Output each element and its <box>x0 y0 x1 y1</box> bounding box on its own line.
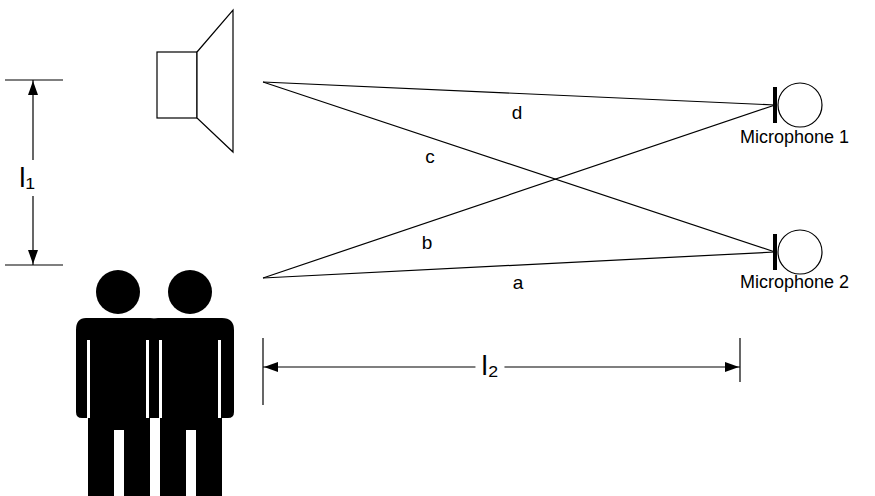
microphone-label: Microphone 2 <box>740 273 852 293</box>
microphone-symbol <box>740 225 830 275</box>
sound-path-lines <box>263 82 775 278</box>
path-label: a <box>513 273 524 292</box>
path-label: c <box>425 147 435 166</box>
microphone-label: Microphone 1 <box>740 128 852 148</box>
path-label: b <box>422 233 433 252</box>
dimension-l2 <box>263 338 740 405</box>
path-label: d <box>512 103 523 122</box>
microphone: Microphone 1 <box>740 80 852 148</box>
microphone-symbol <box>740 80 830 130</box>
microphone: Microphone 2 <box>740 225 852 293</box>
people-figures <box>76 270 234 496</box>
dimension-l1 <box>5 80 63 265</box>
dimension-label: l₂ <box>475 350 504 382</box>
loudspeaker <box>157 10 233 152</box>
dimension-label: l₁ <box>17 160 37 196</box>
